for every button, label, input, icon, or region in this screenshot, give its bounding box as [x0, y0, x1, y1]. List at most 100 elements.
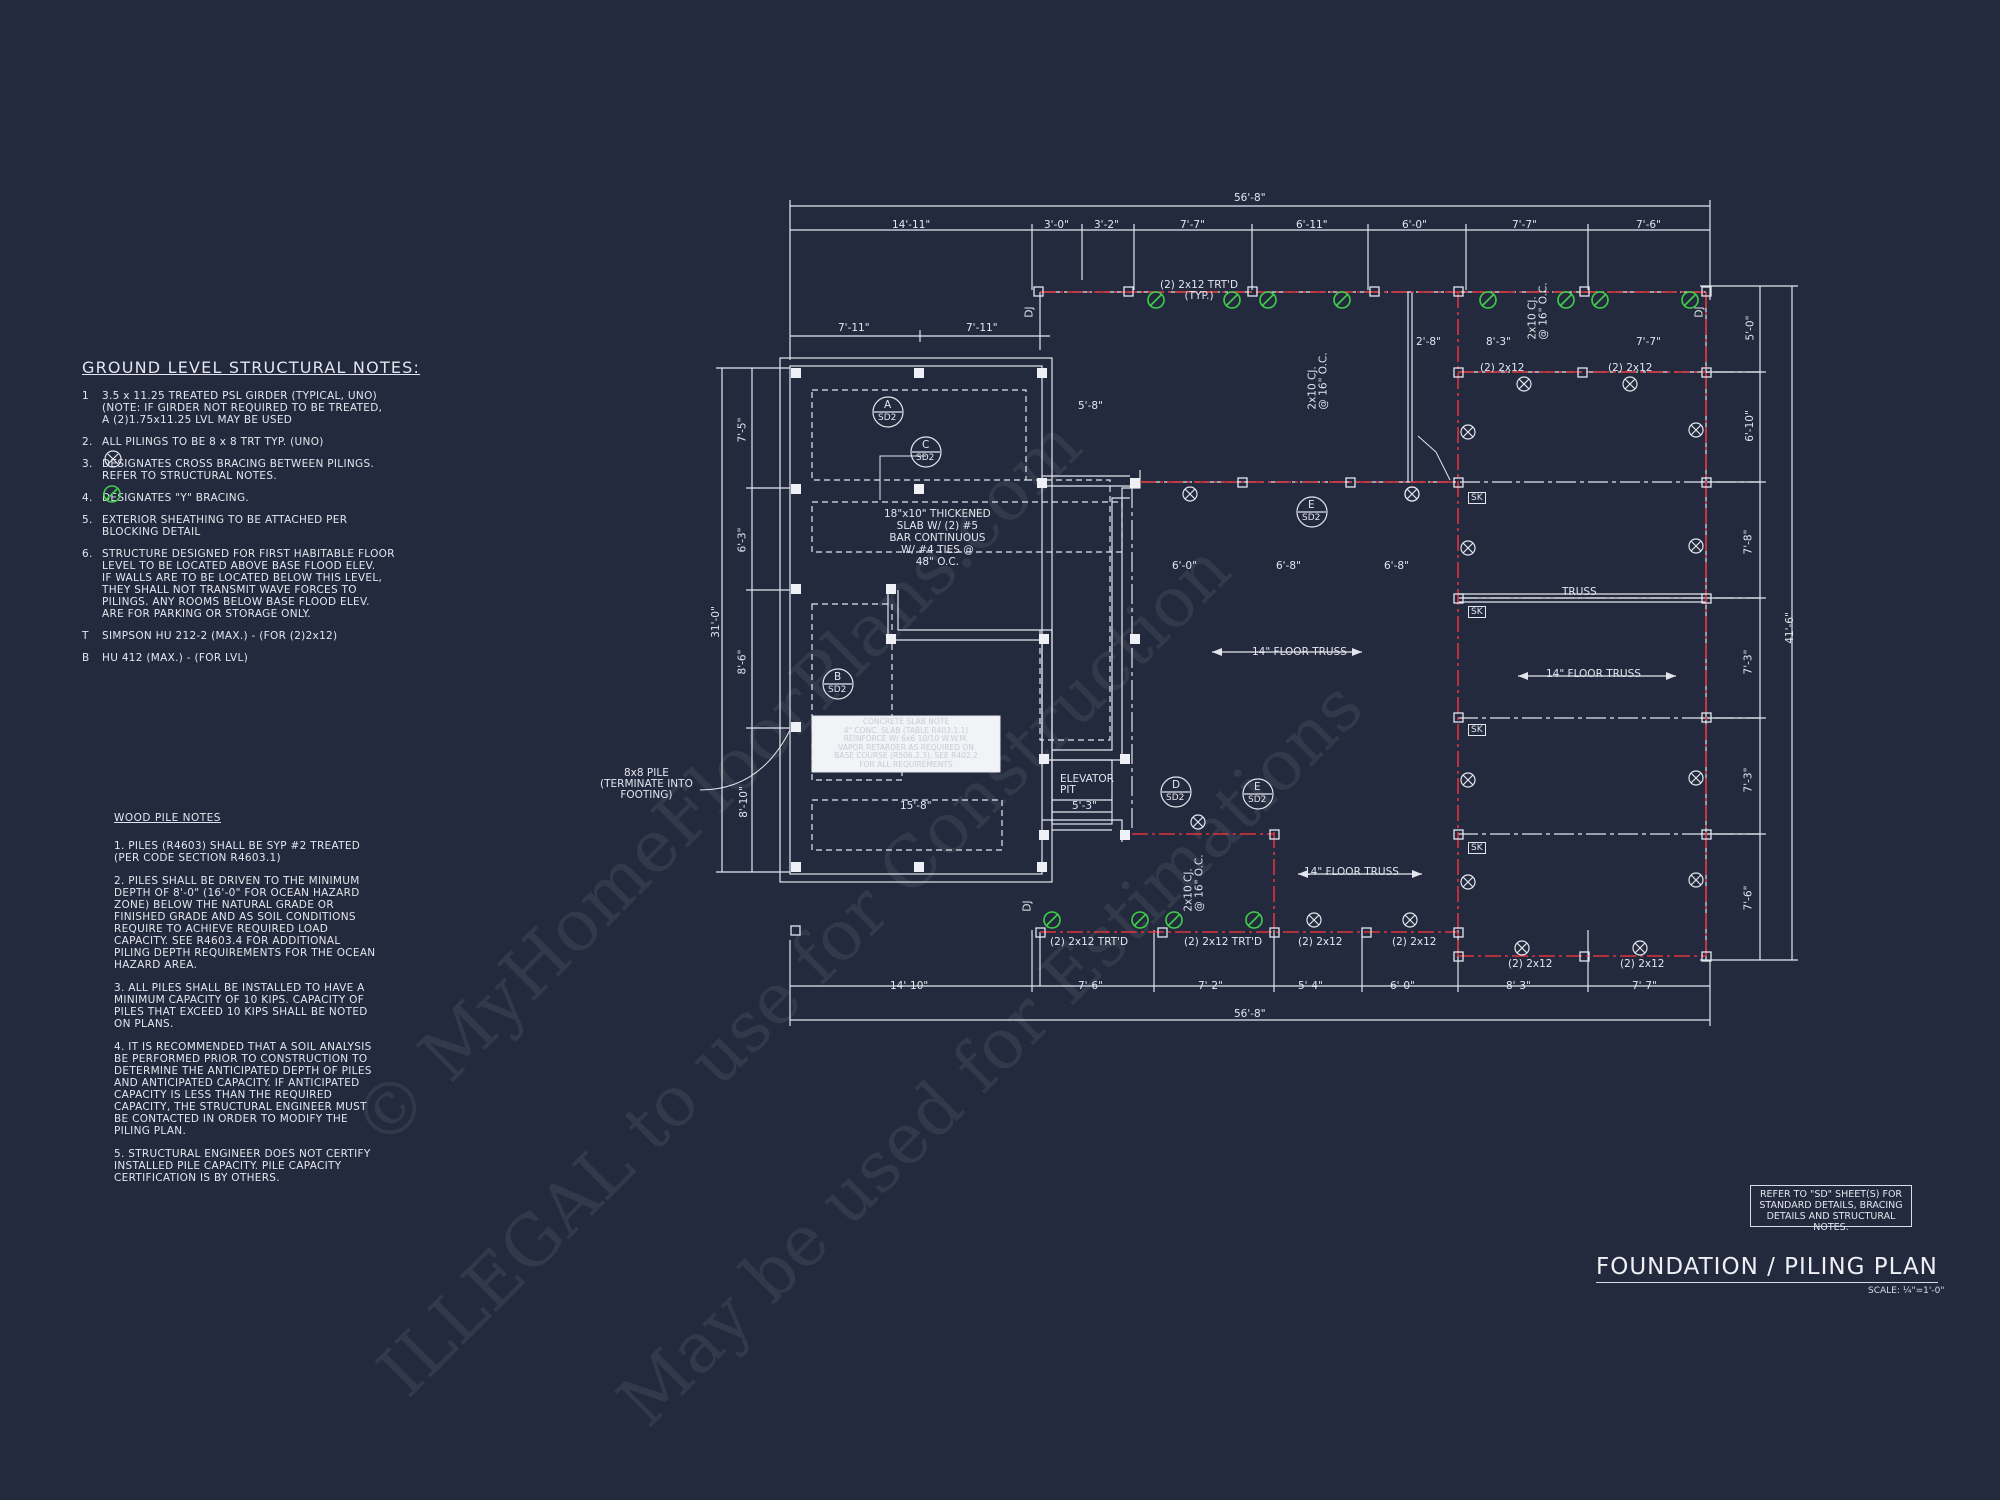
- inner-dim: 7'-7": [1636, 336, 1661, 348]
- note-number: T: [82, 630, 89, 642]
- wood-note: 3. ALL PILES SHALL BE INSTALLED TO HAVE …: [114, 982, 368, 1030]
- note-item: T SIMPSON HU 212-2 (MAX.) - (FOR (2)2x12): [82, 630, 422, 642]
- note-text: STRUCTURE DESIGNED FOR FIRST HABITABLE F…: [102, 548, 395, 620]
- inner-dim: 6'-8": [1384, 560, 1409, 572]
- detail-tag-sheet: SD2: [1166, 793, 1185, 803]
- note-number: 2.: [82, 436, 93, 448]
- beam-label: (2) 2x12 TRT'D: [1050, 936, 1129, 948]
- sk-label: SK: [1468, 606, 1486, 618]
- detail-tag-letter: E: [1254, 781, 1261, 793]
- wood-note: 5. STRUCTURAL ENGINEER DOES NOT CERTIFY …: [114, 1148, 371, 1184]
- right-dim: 7'-8": [1742, 529, 1755, 555]
- floor-truss-label: 14" FLOOR TRUSS: [1252, 646, 1347, 658]
- dj-label: DJ: [1693, 306, 1706, 318]
- bottom-dim: 7'-7": [1632, 980, 1657, 992]
- overall-width-top: 56'-8": [1234, 192, 1266, 204]
- sk-label: SK: [1468, 492, 1486, 504]
- bottom-dim: 14'-10": [890, 980, 929, 992]
- top-dim: 7'-7": [1180, 219, 1205, 231]
- right-dim: 7'-6": [1742, 885, 1755, 911]
- left-depth: 31'-0": [709, 606, 722, 638]
- slab-note: 18"x10" THICKENED SLAB W/ (2) #5 BAR CON…: [884, 508, 991, 568]
- left-dim: 8'-6": [736, 649, 749, 675]
- wood-note: 4. IT IS RECOMMENDED THAT A SOIL ANALYSI…: [114, 1041, 372, 1137]
- inner-dim: 7'-11": [966, 322, 998, 334]
- bottom-dim: 5'-4": [1298, 980, 1323, 992]
- note-item: 2. ALL PILINGS TO BE 8 x 8 TRT TYP. (UNO): [82, 436, 422, 448]
- detail-tag-letter: E: [1308, 499, 1315, 511]
- sheet-scale: SCALE: ¼"=1'-0": [1868, 1286, 1945, 1296]
- joist-label: 2x10 CJ. @ 16" O.C.: [1306, 352, 1330, 410]
- detail-tag-letter: B: [834, 671, 842, 683]
- detail-tag-sheet: SD2: [916, 453, 935, 463]
- wood-pile-notes: WOOD PILE NOTES 1. PILES (R4603) SHALL B…: [114, 812, 414, 1195]
- top-dim: 7'-6": [1636, 219, 1661, 231]
- sk-label: SK: [1468, 724, 1486, 736]
- wood-note: 2. PILES SHALL BE DRIVEN TO THE MINIMUM …: [114, 875, 376, 971]
- note-number: 6.: [82, 548, 93, 560]
- note-number: 3.: [82, 458, 93, 470]
- overall-width-bottom: 56'-8": [1234, 1008, 1266, 1020]
- overall-depth: 41'-6": [1783, 612, 1796, 644]
- inner-dim: 6'-8": [1276, 560, 1301, 572]
- top-dim: 6'-0": [1402, 219, 1427, 231]
- right-dim: 6'-10": [1743, 410, 1756, 442]
- inner-dim: 8'-3": [1486, 336, 1511, 348]
- beam-label: (2) 2x12: [1620, 958, 1665, 970]
- bottom-dim: 8'-3": [1506, 980, 1531, 992]
- detail-tag-sheet: SD2: [1248, 795, 1267, 805]
- pile-note: 8x8 PILE (TERMINATE INTO FOOTING): [600, 767, 693, 801]
- inner-dim: 6'-0": [1172, 560, 1197, 572]
- dj-label: DJ: [1023, 306, 1036, 318]
- note-item: 5. EXTERIOR SHEATHING TO BE ATTACHED PER …: [82, 514, 422, 538]
- inner-dim: 5'-3": [1072, 800, 1097, 812]
- right-dim: 5'-0": [1744, 315, 1757, 341]
- inner-dim: 2'-8": [1416, 336, 1441, 348]
- note-text: ALL PILINGS TO BE 8 x 8 TRT TYP. (UNO): [102, 436, 324, 448]
- truss-label: TRUSS: [1562, 586, 1597, 598]
- note-number: B: [82, 652, 90, 664]
- sheet-title: FOUNDATION / PILING PLAN: [1596, 1254, 1938, 1283]
- detail-tag-sheet: SD2: [1302, 513, 1321, 523]
- floor-truss-label: 14" FLOOR TRUSS: [1546, 668, 1641, 680]
- note-item: 3. DESIGNATES CROSS BRACING BETWEEN PILIN…: [82, 458, 422, 482]
- note-text: EXTERIOR SHEATHING TO BE ATTACHED PER BL…: [102, 514, 348, 538]
- beam-label: (2) 2x12 TRT'D: [1184, 936, 1263, 948]
- detail-tag-letter: C: [922, 439, 930, 451]
- beam-label: (2) 2x12: [1392, 936, 1437, 948]
- bottom-dim: 7'-2": [1198, 980, 1223, 992]
- beam-label: (2) 2x12: [1480, 362, 1525, 374]
- top-dim: 6'-11": [1296, 219, 1328, 231]
- note-text: SIMPSON HU 212-2 (MAX.) - (FOR (2)2x12): [102, 630, 338, 642]
- joist-label: 2x10 CJ. @ 16" O.C.: [1526, 282, 1550, 340]
- top-dim: 3'-0": [1044, 219, 1069, 231]
- right-dim: 7'-3": [1742, 767, 1755, 793]
- right-dim: 7'-3": [1742, 649, 1755, 675]
- beam-label: (2) 2x12: [1608, 362, 1653, 374]
- detail-tag-letter: D: [1172, 779, 1181, 791]
- top-dim: 14'-11": [892, 219, 931, 231]
- inner-dim: 5'-8": [1078, 400, 1103, 412]
- sk-label: SK: [1468, 842, 1486, 854]
- trt-label: (2) 2x12 TRT'D (TYP.): [1160, 279, 1239, 302]
- left-dim: 7'-5": [736, 417, 749, 443]
- inner-dim: 15'-8": [900, 800, 932, 812]
- slab-box-note: CONCRETE SLAB NOTE 4" CONC. SLAB (TABLE …: [834, 717, 978, 769]
- beam-label: (2) 2x12: [1508, 958, 1553, 970]
- note-text: 3.5 x 11.25 TREATED PSL GIRDER (TYPICAL,…: [102, 390, 383, 426]
- left-dim: 6'-3": [736, 527, 749, 553]
- detail-tag-letter: A: [884, 399, 892, 411]
- detail-tag-sheet: SD2: [828, 685, 847, 695]
- reference-note: REFER TO "SD" SHEET(S) FOR STANDARD DETA…: [1750, 1185, 1912, 1233]
- bottom-dim: 7'-6": [1078, 980, 1103, 992]
- note-text: DESIGNATES CROSS BRACING BETWEEN PILINGS…: [102, 458, 375, 482]
- top-dim: 3'-2": [1094, 219, 1119, 231]
- inner-dim: 7'-11": [838, 322, 870, 334]
- bottom-dim: 6'-0": [1390, 980, 1415, 992]
- note-number: 5.: [82, 514, 93, 526]
